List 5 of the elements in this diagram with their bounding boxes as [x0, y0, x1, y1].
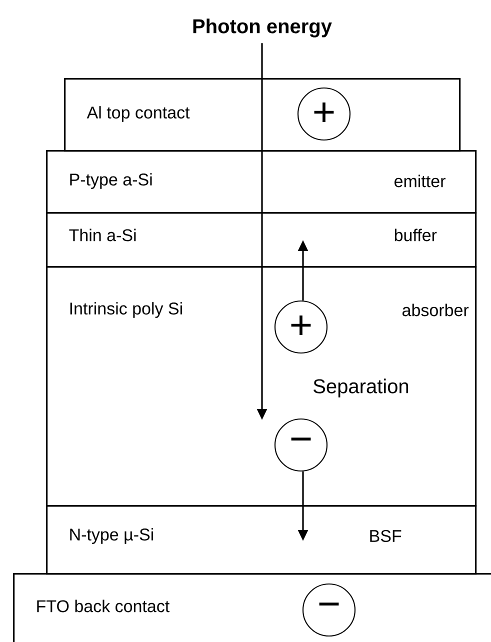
- title-text: Photon energy: [193, 18, 332, 38]
- layer-box: P-type a-Si emitter: [46, 150, 477, 214]
- layer-box: Thin a-Si buffer: [46, 212, 477, 268]
- layer-box: N-type µ-Si BSF: [46, 505, 477, 575]
- label-text: Separation: [314, 378, 408, 398]
